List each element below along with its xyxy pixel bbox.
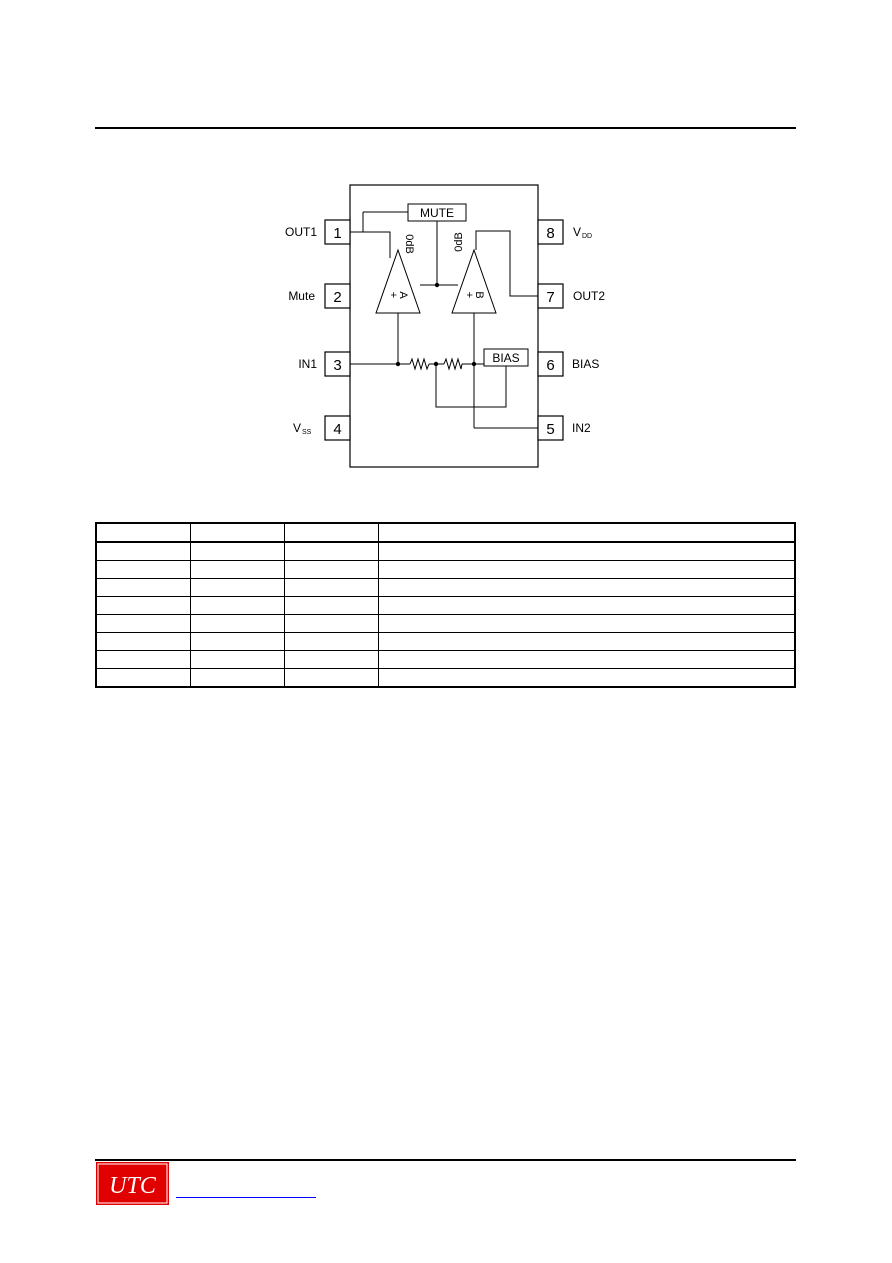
table-cell bbox=[95, 632, 191, 651]
table-row bbox=[95, 614, 796, 633]
chip-body bbox=[349, 184, 539, 468]
table-row bbox=[95, 560, 796, 579]
pin-5: 5 IN2 bbox=[537, 415, 591, 441]
table-row bbox=[95, 650, 796, 669]
pin-label: IN1 bbox=[298, 357, 317, 371]
pin-label: OUT1 bbox=[285, 225, 317, 239]
table-cell bbox=[377, 668, 796, 688]
table-cell bbox=[189, 522, 285, 543]
table-cell bbox=[95, 596, 191, 615]
header-rule bbox=[95, 127, 796, 129]
table-cell bbox=[283, 668, 379, 688]
amplifier-a: A + 0dB bbox=[375, 234, 421, 314]
pin-label-subscript: SS bbox=[302, 429, 312, 436]
table-cell bbox=[377, 560, 796, 579]
pin-number: 2 bbox=[333, 289, 341, 306]
table-cell bbox=[189, 650, 285, 669]
pin-2: 2 Mute bbox=[288, 283, 351, 309]
table-cell bbox=[283, 650, 379, 669]
table-cell bbox=[377, 578, 796, 597]
pin-description-table bbox=[95, 522, 796, 688]
table-cell bbox=[283, 632, 379, 651]
resistor-1 bbox=[409, 357, 430, 371]
pin-configuration-diagram: 1 OUT1 2 Mute 3 IN1 4 V SS 8 V DD 7 OUT2… bbox=[285, 184, 605, 468]
circuit-wiring bbox=[350, 211, 538, 429]
table-row bbox=[95, 596, 796, 615]
pin-number: 3 bbox=[333, 357, 341, 374]
svg-text:BIAS: BIAS bbox=[492, 351, 519, 365]
pin-4: 4 V SS bbox=[293, 415, 351, 441]
logo-background bbox=[96, 1162, 169, 1205]
amp-a-name: A bbox=[397, 291, 409, 299]
table-cell bbox=[189, 578, 285, 597]
pin-label: BIAS bbox=[572, 357, 599, 371]
resistor-2 bbox=[443, 357, 463, 371]
amp-b-gain: 0dB bbox=[453, 232, 465, 252]
table-cell bbox=[95, 560, 191, 579]
table-cell bbox=[377, 650, 796, 669]
amp-b-name: B bbox=[473, 291, 485, 298]
table-cell bbox=[95, 522, 191, 543]
svg-text:MUTE: MUTE bbox=[420, 206, 454, 220]
pin-label: V bbox=[293, 421, 301, 435]
pin-label: V bbox=[573, 225, 581, 239]
table-cell bbox=[189, 632, 285, 651]
table-cell bbox=[283, 541, 379, 561]
table-cell bbox=[377, 522, 796, 543]
table-row bbox=[95, 578, 796, 597]
table-cell bbox=[189, 668, 285, 688]
utc-logo: UTC bbox=[96, 1162, 169, 1205]
table-row bbox=[95, 668, 796, 688]
website-link-underline[interactable] bbox=[176, 1196, 316, 1198]
table-row bbox=[95, 632, 796, 651]
pin-number: 8 bbox=[546, 225, 554, 242]
table-cell bbox=[95, 614, 191, 633]
pin-1: 1 OUT1 bbox=[285, 219, 351, 245]
mute-block: MUTE bbox=[407, 203, 467, 222]
pin-7: 7 OUT2 bbox=[537, 283, 605, 309]
pin-number: 5 bbox=[546, 421, 554, 438]
pin-number: 6 bbox=[546, 357, 554, 374]
amp-a-sign: + bbox=[387, 292, 399, 298]
amp-a-gain: 0dB bbox=[403, 234, 415, 254]
pin-label: OUT2 bbox=[573, 289, 605, 303]
table-header-row bbox=[95, 522, 796, 543]
pin-number: 7 bbox=[546, 289, 554, 306]
table-cell bbox=[189, 596, 285, 615]
table-cell bbox=[283, 522, 379, 543]
table-cell bbox=[189, 541, 285, 561]
amplifier-b: B + 0dB bbox=[451, 232, 497, 314]
pin-number: 1 bbox=[333, 225, 341, 242]
table-cell bbox=[283, 578, 379, 597]
table-row bbox=[95, 541, 796, 561]
table-cell bbox=[283, 596, 379, 615]
table-cell bbox=[377, 596, 796, 615]
pin-label: Mute bbox=[288, 289, 315, 303]
table-cell bbox=[377, 632, 796, 651]
pin-3: 3 IN1 bbox=[298, 351, 351, 377]
table-cell bbox=[283, 614, 379, 633]
footer-rule bbox=[95, 1159, 796, 1161]
table-cell bbox=[377, 614, 796, 633]
pin-number: 4 bbox=[333, 421, 341, 438]
pin-6: 6 BIAS bbox=[537, 351, 599, 377]
table-cell bbox=[95, 668, 191, 688]
pin-label: IN2 bbox=[572, 421, 591, 435]
table-cell bbox=[283, 560, 379, 579]
logo-text: UTC bbox=[109, 1173, 157, 1199]
table-cell bbox=[95, 650, 191, 669]
table-cell bbox=[95, 541, 191, 561]
table-cell bbox=[189, 614, 285, 633]
junction-dots bbox=[395, 282, 477, 367]
table-cell bbox=[189, 560, 285, 579]
pin-8: 8 V DD bbox=[537, 219, 592, 245]
table-cell bbox=[95, 578, 191, 597]
bias-block: BIAS bbox=[483, 348, 529, 367]
table-cell bbox=[377, 541, 796, 561]
pin-label-subscript: DD bbox=[582, 233, 592, 240]
amp-b-sign: + bbox=[463, 292, 475, 298]
